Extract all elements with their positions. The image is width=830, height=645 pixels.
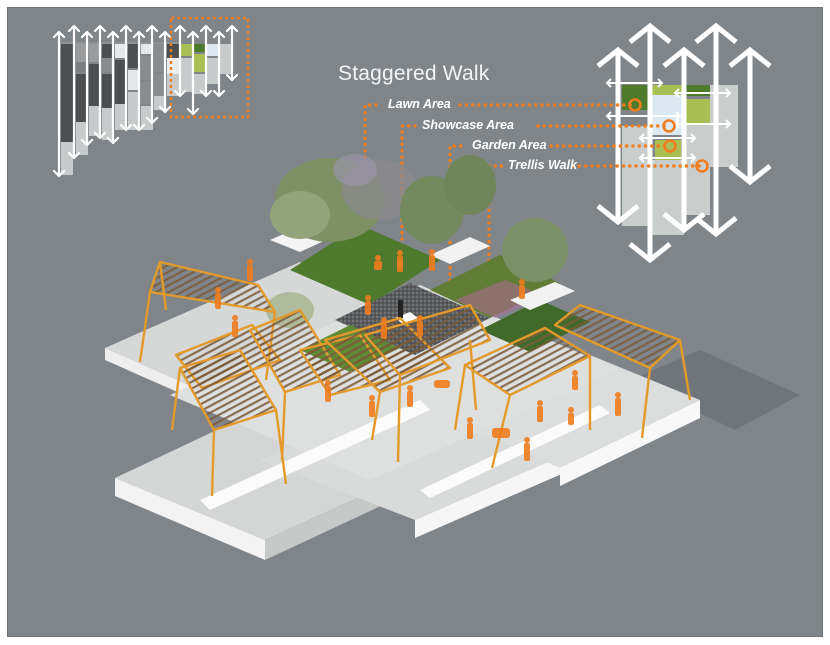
label-showcase-area: Showcase Area [422, 118, 514, 132]
tree-canopies [266, 154, 568, 328]
isometric-site-model [105, 154, 800, 560]
bidirectional-arrow-icon [158, 30, 172, 114]
diagram-title: Staggered Walk [338, 62, 490, 85]
trellis-structures [138, 260, 692, 497]
concept-diagram-right [596, 22, 772, 264]
location-circle-icon [662, 119, 676, 133]
label-lawn-area: Lawn Area [388, 97, 451, 111]
bidirectional-arrow-icon [728, 46, 772, 186]
bidirectional-arrow-icon [93, 24, 107, 140]
label-trellis-walk: Trellis Walk [508, 158, 578, 172]
bidirectional-arrow-icon [106, 30, 120, 145]
concept-diagram-left [52, 16, 250, 178]
bidirectional-arrow-icon [628, 22, 672, 264]
location-circle-icon [628, 98, 642, 112]
bidirectional-arrow-icon [694, 22, 738, 238]
bidirectional-arrow-icon [52, 30, 66, 178]
location-circle-icon [695, 159, 709, 173]
bidirectional-arrow-icon [199, 24, 213, 98]
bidirectional-arrow-icon [212, 30, 226, 98]
people-silhouettes [215, 249, 621, 461]
bidirectional-arrow-icon [186, 30, 200, 116]
bidirectional-arrow-icon [596, 46, 640, 226]
bidirectional-arrow-icon [145, 24, 159, 125]
bidirectional-arrow-icon [132, 30, 146, 132]
leader-line-garden [448, 144, 670, 295]
leader-line-showcase [400, 124, 670, 304]
bidirectional-arrow-icon [173, 24, 187, 98]
highlight-box [169, 16, 250, 119]
bidirectional-arrow-icon [80, 30, 94, 147]
bidirectional-arrow-icon [119, 24, 133, 132]
location-circle-icon [663, 139, 677, 153]
bidirectional-arrow-icon [67, 24, 81, 160]
label-garden-area: Garden Area [472, 138, 547, 152]
bidirectional-arrow-icon [225, 24, 239, 82]
